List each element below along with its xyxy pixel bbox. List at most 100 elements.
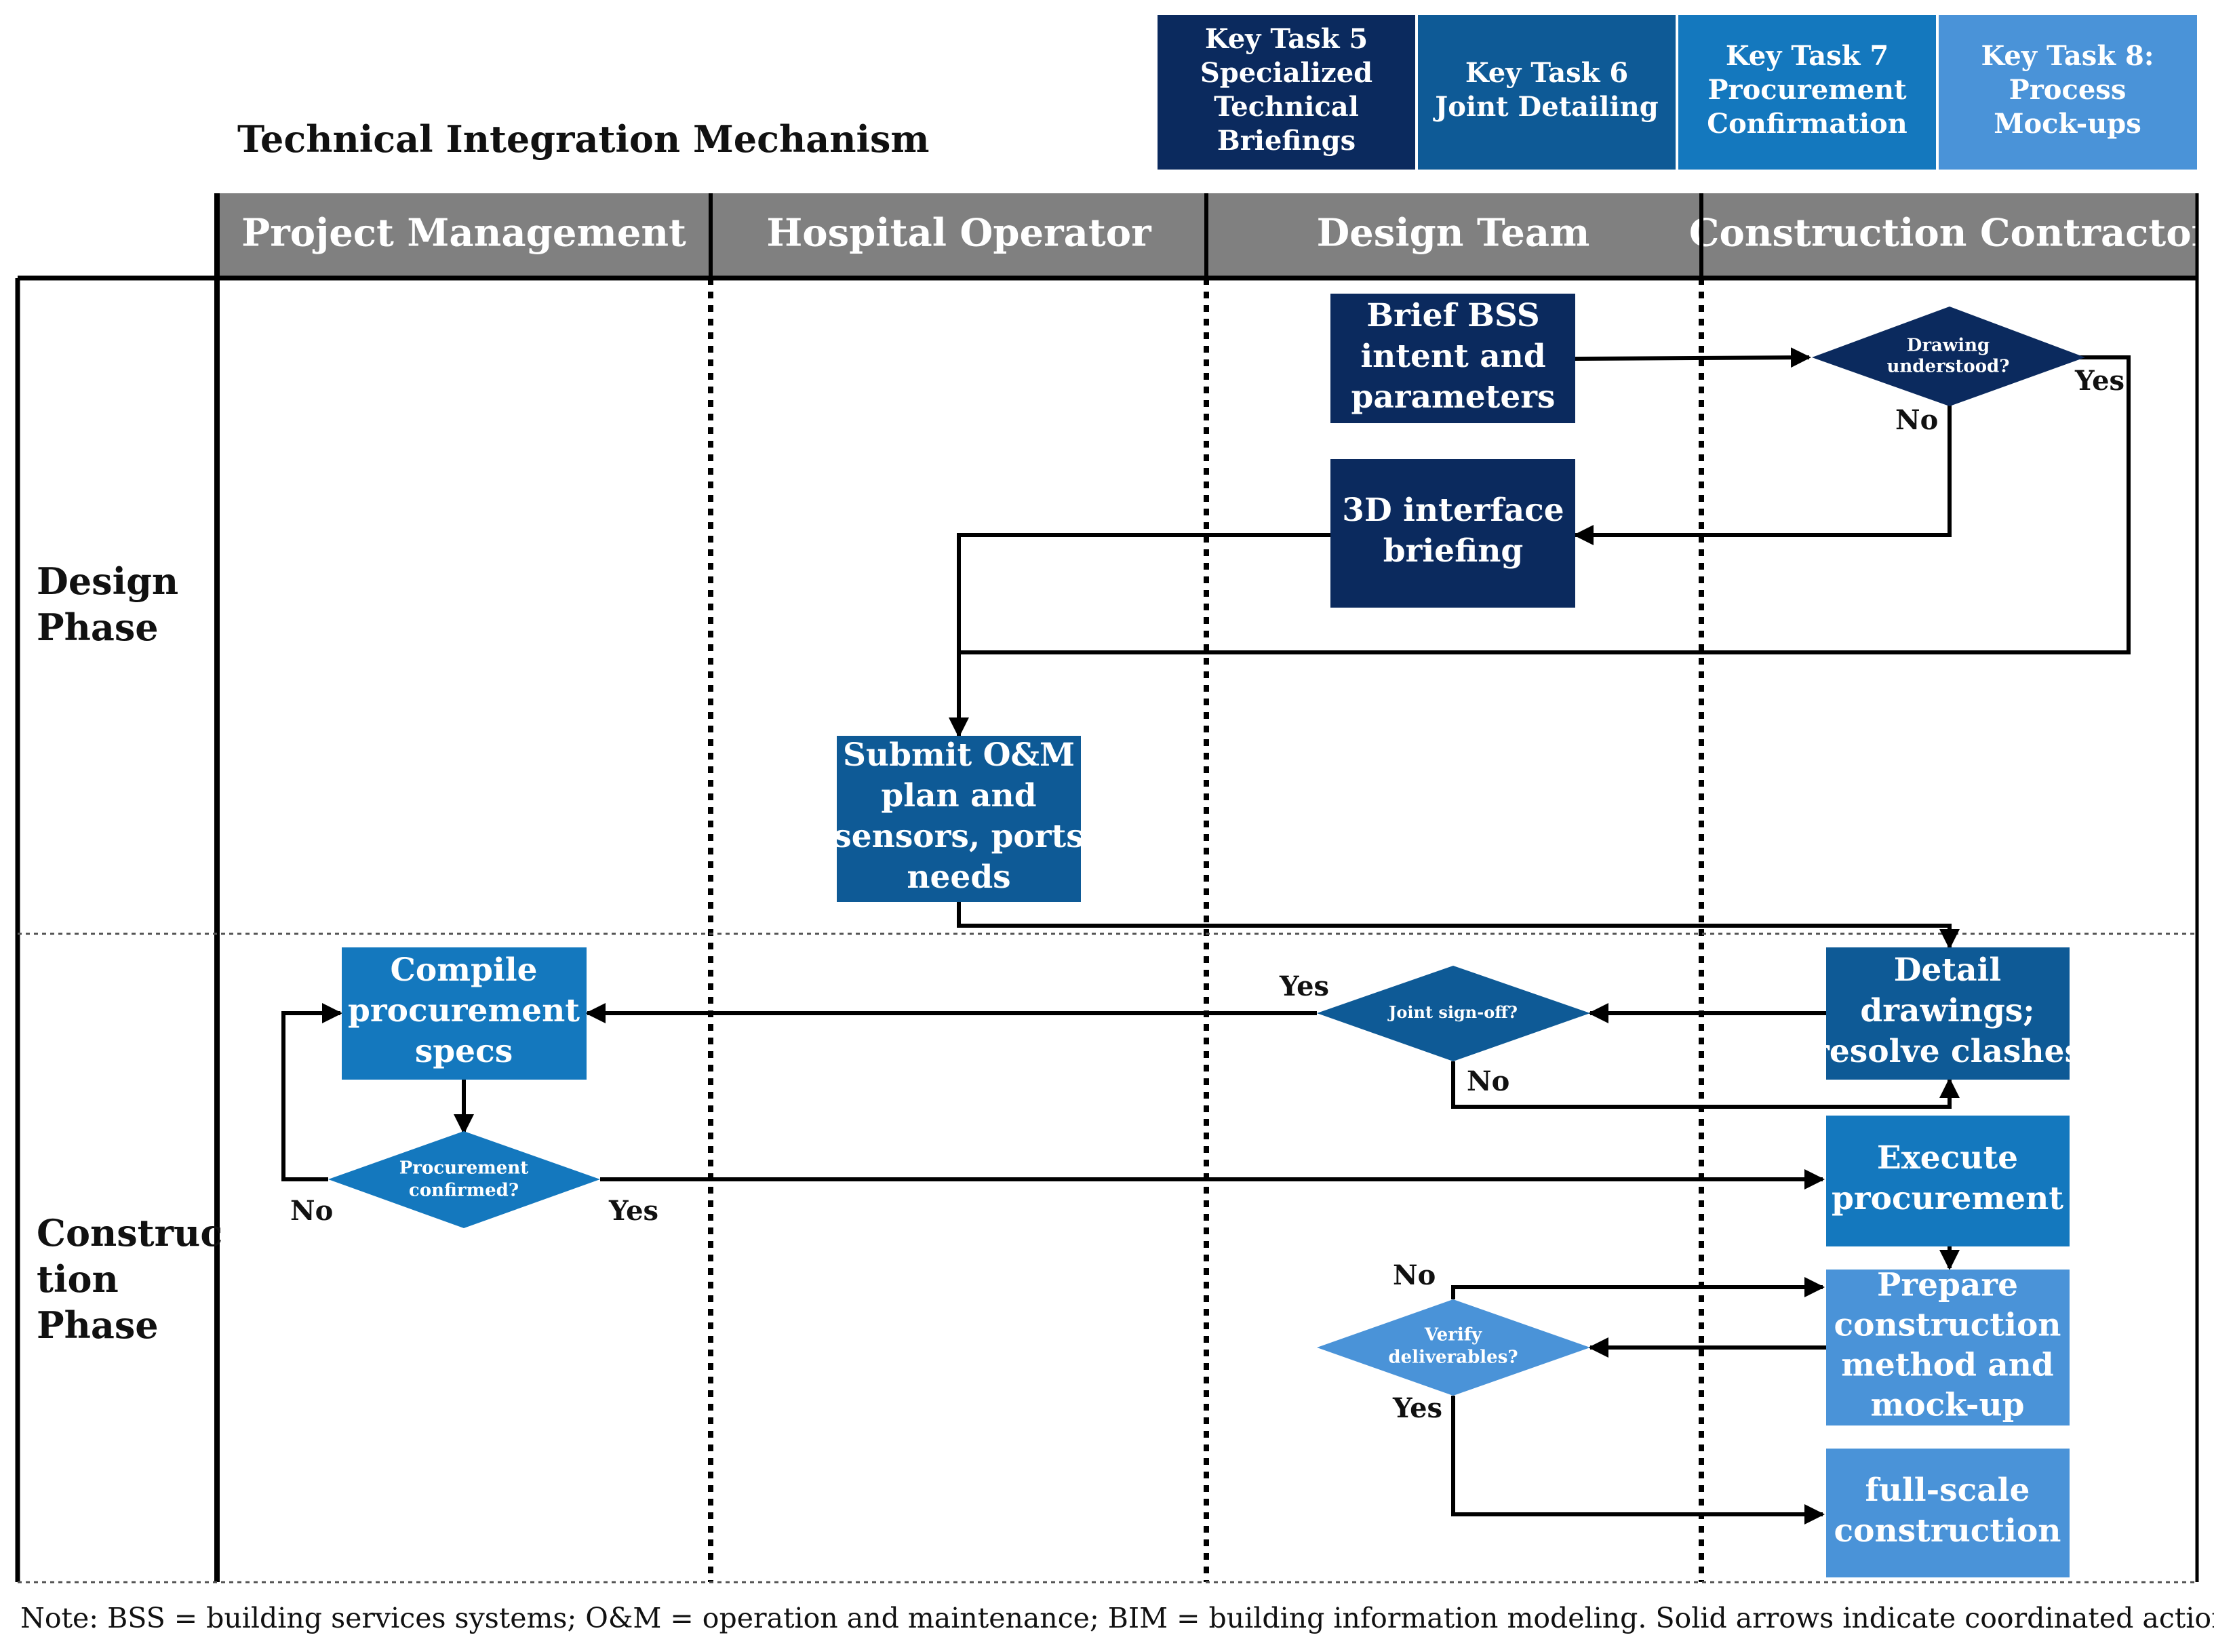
- arrow-signoff-no-to-detail: [1451, 1061, 1960, 1109]
- text-line: specs: [415, 1033, 513, 1070]
- text-line: Execute: [1877, 1139, 2018, 1177]
- text-line: 3D interface: [1342, 492, 1564, 529]
- verify-no-label: No: [1393, 1259, 1436, 1291]
- text-line: Phase: [37, 606, 159, 649]
- text-line: confirmed?: [409, 1181, 519, 1201]
- decision-joint-signoff-label: Joint sign-off?: [1387, 1002, 1518, 1022]
- procurement-no-label: No: [290, 1195, 333, 1227]
- text-line: Phase: [37, 1303, 159, 1347]
- text-line: Design: [37, 559, 178, 603]
- text-line: tion: [37, 1257, 119, 1301]
- text-line: procurement: [1832, 1180, 2063, 1217]
- lane-project-management: Project Management: [241, 211, 686, 256]
- text-line: Technical: [1214, 91, 1359, 123]
- signoff-no-label: No: [1467, 1065, 1509, 1097]
- text-line: Verify: [1424, 1325, 1482, 1345]
- drawing-yes-label: Yes: [2074, 365, 2124, 397]
- decision-joint-signoff: Joint sign-off?: [1317, 966, 1590, 1061]
- text-line: Confirmation: [1707, 108, 1907, 140]
- text-line: understood?: [1887, 357, 2010, 377]
- arrow-procurement-no-loop: [281, 1003, 342, 1181]
- text-line: sensors, ports: [833, 818, 1084, 855]
- text-line: Key Task 8:: [1981, 40, 2154, 72]
- text-line: Brief BSS: [1366, 297, 1539, 334]
- text-line: Submit O&M: [843, 736, 1075, 774]
- text-line: construction: [1834, 1307, 2061, 1344]
- arrow-interface-to-submit-om: [949, 533, 1330, 738]
- text-line: parameters: [1351, 378, 1555, 416]
- diagram-title: Technical Integration Mechanism: [237, 117, 930, 161]
- text-line: Detail: [1894, 951, 2002, 989]
- arrow-verify-yes-to-full-scale: [1451, 1396, 1825, 1525]
- swimlane-frame: [15, 193, 2199, 1584]
- text-line: resolve clashes: [1813, 1033, 2082, 1070]
- text-line: drawings;: [1860, 992, 2034, 1029]
- text-line: Construc: [37, 1211, 222, 1255]
- text-line: mock-up: [1871, 1387, 2025, 1424]
- verify-yes-label: Yes: [1392, 1392, 1442, 1424]
- text-line: briefing: [1383, 532, 1524, 570]
- arrow-verify-no-to-prepare: [1451, 1277, 1825, 1299]
- text-line: construction: [1834, 1512, 2061, 1550]
- text-line: Drawing: [1907, 336, 1990, 356]
- text-line: Process: [2009, 74, 2127, 106]
- text-line: deliverables?: [1388, 1348, 1518, 1368]
- footnote: Note: BSS = building services systems; O…: [20, 1602, 2214, 1634]
- lane-hospital-operator: Hospital Operator: [766, 211, 1152, 256]
- text-line: Key Task 7: [1726, 40, 1889, 72]
- arrow-brief-to-drawing-decision: [1575, 347, 1811, 368]
- text-line: Prepare: [1877, 1267, 2018, 1304]
- text-line: Procurement: [1707, 74, 1907, 106]
- lane-construction-contractor: Construction Contractor: [1689, 211, 2213, 256]
- decision-verify-deliverables-label: Verify deliverables?: [1388, 1325, 1518, 1368]
- text-line: procurement: [348, 992, 580, 1029]
- signoff-yes-label: Yes: [1279, 970, 1329, 1002]
- text-line: plan and: [881, 777, 1036, 814]
- text-line: Procurement: [399, 1158, 529, 1179]
- text-line: Compile: [391, 951, 538, 989]
- text-line: Joint Detailing: [1433, 91, 1658, 123]
- text-line: Joint sign-off?: [1387, 1002, 1518, 1022]
- text-line: Mock-ups: [1994, 108, 2141, 140]
- text-line: full-scale: [1865, 1472, 2030, 1509]
- text-line: Key Task 6: [1465, 57, 1628, 89]
- text-line: intent and: [1360, 338, 1545, 375]
- text-line: Briefings: [1217, 125, 1356, 157]
- lane-design-team: Design Team: [1317, 211, 1590, 256]
- text-line: Specialized: [1200, 57, 1372, 89]
- procurement-yes-label: Yes: [608, 1195, 658, 1227]
- decision-verify-deliverables: Verify deliverables?: [1317, 1299, 1590, 1396]
- text-line: method and: [1841, 1347, 2054, 1384]
- text-line: needs: [907, 859, 1010, 896]
